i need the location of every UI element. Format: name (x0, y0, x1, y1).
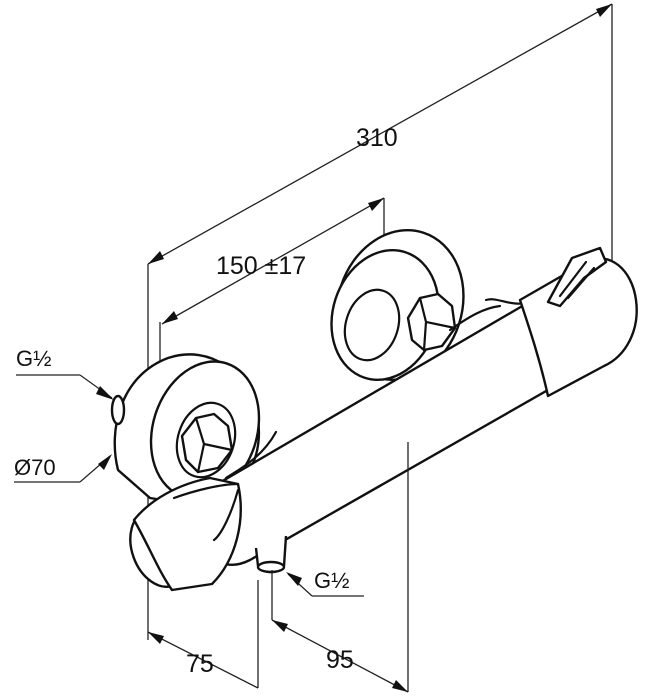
dimension-inlet-spacing: 150 ±17 (159, 197, 385, 362)
callout-inlet-thread: G½ (16, 346, 114, 400)
dimension-outlet-offset: 95 (271, 442, 409, 693)
dimension-overall-length-label: 310 (356, 124, 398, 152)
right-temperature-knob (518, 246, 638, 398)
callout-escutcheon-diameter-label: Ø70 (14, 455, 56, 480)
callout-inlet-thread-label: G½ (16, 346, 51, 371)
callout-outlet-thread: G½ (286, 568, 364, 597)
dimension-outlet-offset-label: 95 (326, 646, 354, 674)
callout-outlet-thread-label: G½ (314, 568, 349, 593)
right-hex-nut (406, 292, 457, 352)
left-flow-handle (129, 476, 242, 592)
mixer-body (110, 229, 638, 592)
dimension-inlet-spacing-label: 150 ±17 (216, 252, 306, 280)
dimension-handle-offset: 75 (147, 580, 259, 689)
bottom-outlet (254, 535, 288, 574)
left-hex-nut (180, 412, 234, 474)
dimension-handle-offset-label: 75 (186, 650, 214, 678)
callout-escutcheon-diameter: Ø70 (14, 454, 112, 483)
